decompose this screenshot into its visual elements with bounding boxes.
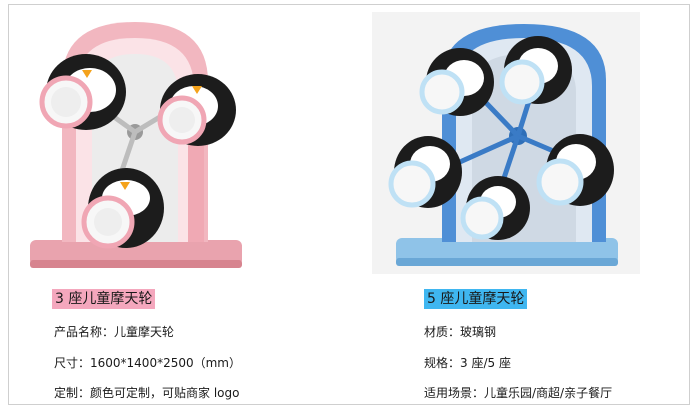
penguin-seat-icon: [536, 134, 614, 206]
spec-material: 材质：玻璃钢: [424, 325, 497, 339]
product-title-5-seat: 5 座儿童摩天轮: [424, 289, 528, 309]
penguin-seat-icon: [460, 176, 530, 240]
penguin-seat-icon: [388, 136, 462, 208]
penguin-seat-icon: [157, 74, 236, 146]
product-image-5-seat: [372, 12, 640, 274]
page-frame: [8, 4, 690, 405]
penguin-seat-icon: [499, 36, 572, 105]
spec-use-scenarios: 适用场景：儿童乐园/商超/亲子餐厅: [424, 386, 613, 400]
spec-product-name: 产品名称：儿童摩天轮: [54, 325, 175, 339]
penguin-seat-icon: [419, 48, 494, 116]
spec-dimensions: 尺寸：1600*1400*2500（mm）: [54, 356, 241, 370]
penguin-seat-icon: [81, 168, 164, 249]
spec-customization: 定制：颜色可定制，可贴商家 logo: [54, 386, 240, 400]
product-image-3-seat: [30, 22, 242, 268]
penguin-seat-icon: [39, 54, 126, 130]
spec-capacity: 规格：3 座/5 座: [424, 356, 511, 370]
product-title-3-seat: 3 座儿童摩天轮: [52, 289, 156, 309]
